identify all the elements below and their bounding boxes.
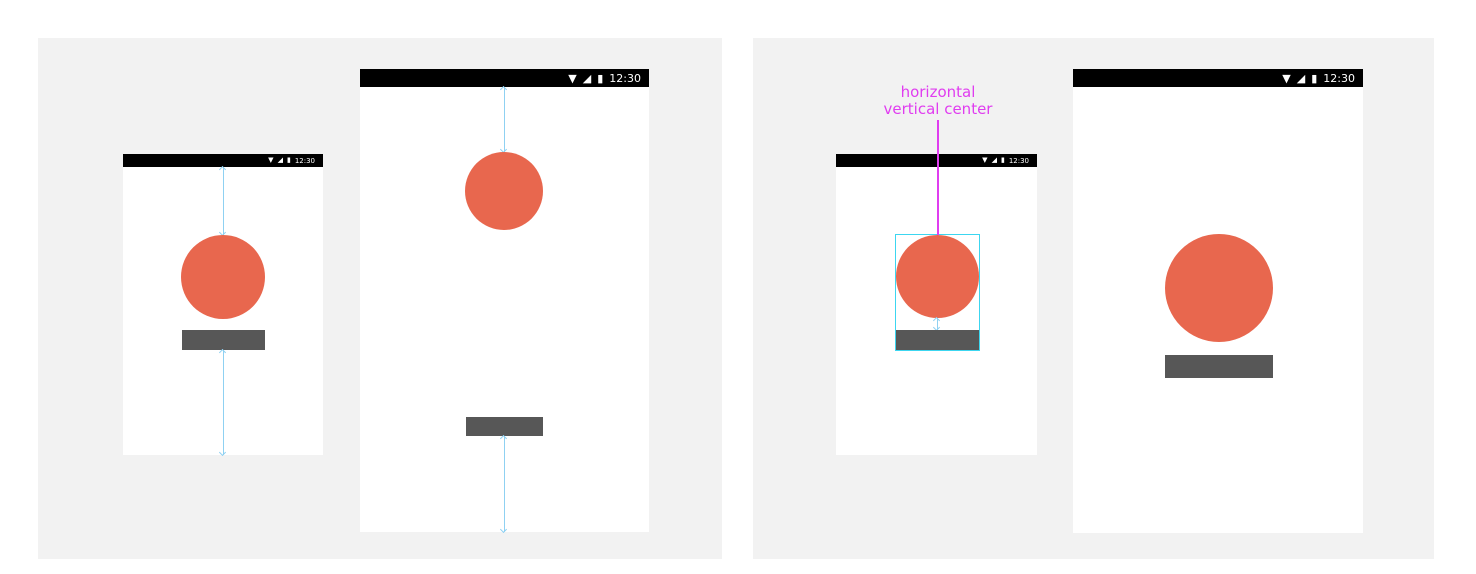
- gray-bar: [896, 330, 979, 350]
- wifi-icon: ▼: [568, 71, 577, 85]
- battery-icon: ▮: [1311, 71, 1318, 85]
- red-circle: [181, 235, 265, 319]
- left-small-phone: ▼ ◢ ▮ 12:30: [123, 154, 323, 455]
- cell-signal-icon: ◢: [582, 71, 592, 85]
- status-time: 12:30: [294, 156, 315, 165]
- red-circle: [896, 235, 979, 318]
- left-large-phone: ▼ ◢ ▮ 12:30: [360, 69, 649, 532]
- bottom-spacing-arrow: [223, 350, 224, 455]
- cell-signal-icon: ◢: [991, 156, 997, 164]
- annotation-label: horizontal vertical center: [866, 84, 1010, 118]
- status-bar: ▼ ◢ ▮ 12:30: [123, 154, 323, 167]
- gap-arrow: [937, 318, 938, 330]
- cell-signal-icon: ◢: [1296, 71, 1306, 85]
- cell-signal-icon: ◢: [277, 156, 283, 164]
- right-large-phone: ▼ ◢ ▮ 12:30: [1073, 69, 1363, 533]
- bottom-spacing-arrow: [504, 436, 505, 532]
- right-small-phone: ▼ ◢ ▮ 12:30: [836, 154, 1037, 455]
- gray-bar: [1165, 355, 1273, 378]
- wifi-icon: ▼: [1282, 71, 1291, 85]
- gray-bar: [466, 417, 543, 436]
- battery-icon: ▮: [286, 156, 291, 164]
- status-bar: ▼ ◢ ▮ 12:30: [1073, 69, 1363, 87]
- annotation-leader-line: [937, 120, 939, 235]
- gray-bar: [182, 330, 265, 350]
- top-spacing-arrow: [504, 87, 505, 152]
- status-bar: ▼ ◢ ▮ 12:30: [836, 154, 1037, 167]
- battery-icon: ▮: [1000, 156, 1005, 164]
- top-spacing-arrow: [223, 167, 224, 235]
- battery-icon: ▮: [597, 71, 604, 85]
- red-circle: [1165, 234, 1273, 342]
- status-time: 12:30: [1008, 156, 1029, 165]
- red-circle: [465, 152, 543, 230]
- annotation-line1: horizontal: [900, 83, 976, 101]
- annotation-line2: vertical center: [883, 100, 993, 118]
- wifi-icon: ▼: [268, 156, 274, 164]
- status-time: 12:30: [1323, 71, 1355, 85]
- wifi-icon: ▼: [982, 156, 988, 164]
- status-time: 12:30: [609, 71, 641, 85]
- status-bar: ▼ ◢ ▮ 12:30: [360, 69, 649, 87]
